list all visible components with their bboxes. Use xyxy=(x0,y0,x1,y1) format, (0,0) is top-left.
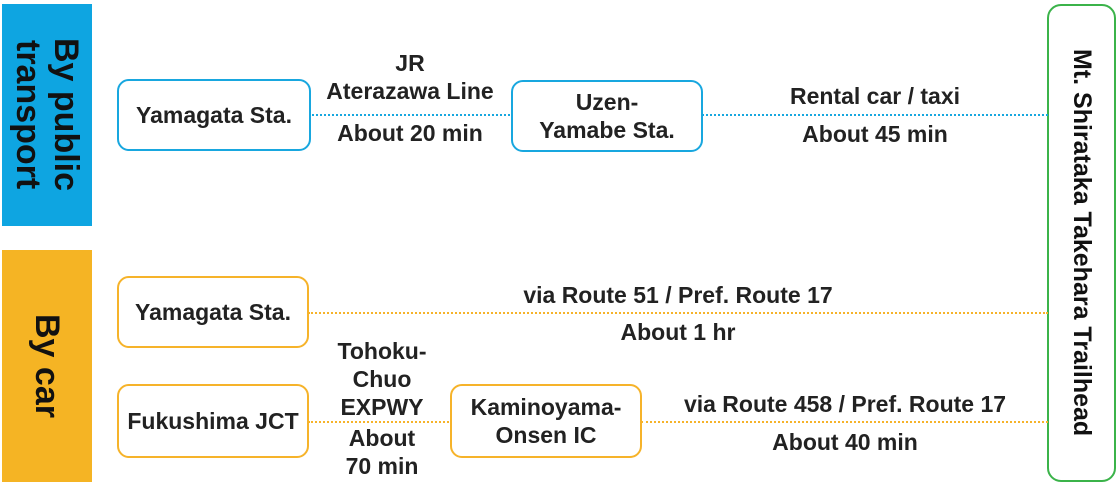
public-leg1-line-text-2: Aterazawa Line xyxy=(326,78,494,104)
public-start-station-label: Yamagata Sta. xyxy=(136,102,292,128)
car2-start-junction-label: Fukushima JCT xyxy=(127,408,299,434)
expressway-time-line-2: 70 min xyxy=(345,453,419,479)
transfer-station-label-line-1: Uzen- xyxy=(575,89,639,115)
destination-box: Mt. Shirataka Takehara Trailhead xyxy=(1047,4,1116,482)
car2-via-label: via Route 458 / Pref. Route 17 xyxy=(683,391,1007,417)
interchange-label-line-1: Kaminoyama- xyxy=(470,394,622,420)
car1-via-label: via Route 51 / Pref. Route 17 xyxy=(523,282,833,308)
expressway-time-line-1: About xyxy=(348,425,416,451)
car-label: By car xyxy=(28,314,66,418)
public-transport-label-line-2: transport xyxy=(9,40,47,190)
car2-time-label: About 40 min xyxy=(772,429,918,455)
expressway-label-line-1: Tohoku- xyxy=(337,338,427,364)
transfer-station-label-line-2: Yamabe Sta. xyxy=(539,117,675,143)
interchange-label-line-2: Onsen IC xyxy=(495,422,597,448)
car1-start-station-label: Yamagata Sta. xyxy=(135,299,291,325)
destination-label: Mt. Shirataka Takehara Trailhead xyxy=(1068,49,1096,437)
route-line-car-2-leg1 xyxy=(308,421,453,423)
public-start-station-box: Yamagata Sta. xyxy=(117,79,311,151)
route-line-public-leg1 xyxy=(308,114,514,116)
public-leg1-time-label: About 20 min xyxy=(337,120,483,146)
public-leg1-line-label: JR Aterazawa Line xyxy=(310,49,510,105)
route-line-public-leg2 xyxy=(702,114,1048,116)
expressway-label-line-3: EXPWY xyxy=(340,394,424,420)
car1-time-label: About 1 hr xyxy=(620,319,736,345)
interchange-box: Kaminoyama- Onsen IC xyxy=(450,384,642,458)
public-leg1-line-text-1: JR xyxy=(395,50,425,76)
public-transport-label-line-1: By public xyxy=(47,38,85,192)
expressway-time-label: About 70 min xyxy=(312,424,452,480)
public-leg2-time-label: About 45 min xyxy=(802,121,948,147)
route-line-car-2-leg2 xyxy=(641,421,1048,423)
public-transport-label: By public transport xyxy=(9,38,85,191)
car1-start-station-box: Yamagata Sta. xyxy=(117,276,309,348)
car-label-panel: By car xyxy=(2,250,92,482)
expressway-label: Tohoku- Chuo EXPWY xyxy=(312,337,452,421)
public-transport-label-panel: By public transport xyxy=(2,4,92,226)
public-leg2-mode-label: Rental car / taxi xyxy=(789,83,961,109)
expressway-label-line-2: Chuo xyxy=(352,366,412,392)
car2-start-junction-box: Fukushima JCT xyxy=(117,384,309,458)
route-line-car-1 xyxy=(308,312,1048,314)
transfer-station-box: Uzen- Yamabe Sta. xyxy=(511,80,703,152)
